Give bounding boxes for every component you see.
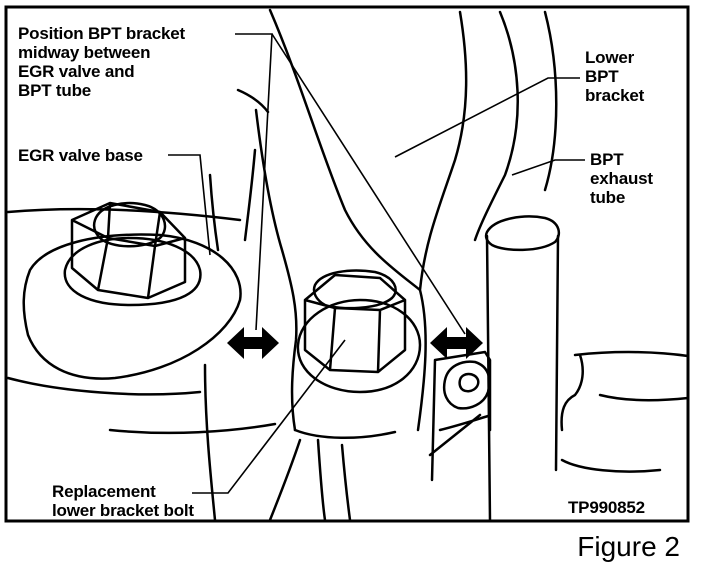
right-double-arrow-icon [430,327,483,359]
stud-washer [442,360,491,410]
leader-lower-bpt-bracket [394,77,580,158]
engine-right-contour [560,350,690,473]
position-note-label: Position BPT bracket midway between EGR … [18,24,185,100]
left-double-arrow-icon [227,327,279,359]
bracket-neck [268,428,397,522]
bpt-bracket-outer [473,10,558,242]
bpt-bracket-left-edge [254,108,298,432]
manifold-contour [6,363,277,522]
egr-bolt-hex [70,201,187,300]
figure-caption: Figure 2 [577,531,680,562]
bpt-exhaust-tube-label: BPT exhaust tube [590,150,653,207]
stud-bracket [428,350,492,482]
leader-bpt-exhaust-tube [511,159,585,176]
leader-egr-valve-base [168,154,211,256]
replacement-bolt-top [312,269,397,310]
egr-valve-base-label: EGR valve base [18,146,143,165]
replacement-bolt-washer [296,298,422,394]
bpt-bracket-right-edge [268,8,468,432]
figure-code-label: TP990852 [568,498,645,517]
replacement-bolt-label: Replacement lower bracket bolt [52,482,194,520]
lower-bpt-bracket-label: Lower BPT bracket [585,48,645,105]
egr-bolt-head-top [92,201,167,248]
leader-position-right [271,33,466,335]
figure-frame [4,5,690,523]
egr-valve-body [208,88,270,252]
bpt-tube-top [484,215,561,252]
leader-replacement-bolt [192,339,346,494]
